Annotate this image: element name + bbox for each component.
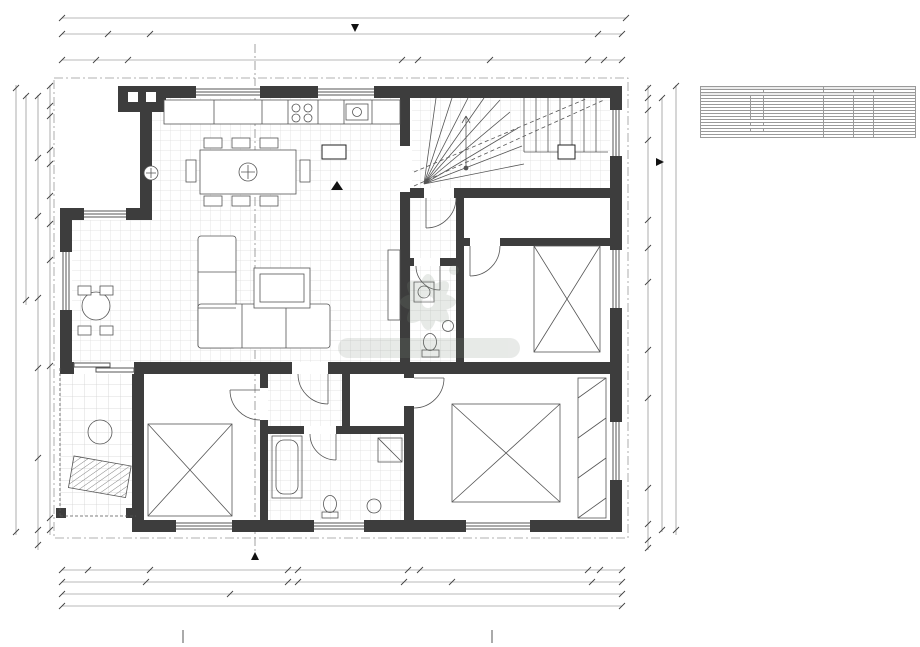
area-table (700, 86, 916, 138)
total-row (701, 135, 916, 138)
cell-total-result (874, 135, 916, 138)
cell-total-area (824, 135, 854, 138)
area-table-wrap (700, 86, 916, 138)
fold-marks (183, 630, 492, 643)
cell-blank (854, 135, 874, 138)
section-b-icon (656, 158, 664, 166)
section-a-icon (251, 552, 259, 560)
floor-plan (0, 0, 690, 643)
cell-blank (701, 135, 824, 138)
north-arrow-icon (351, 24, 359, 32)
